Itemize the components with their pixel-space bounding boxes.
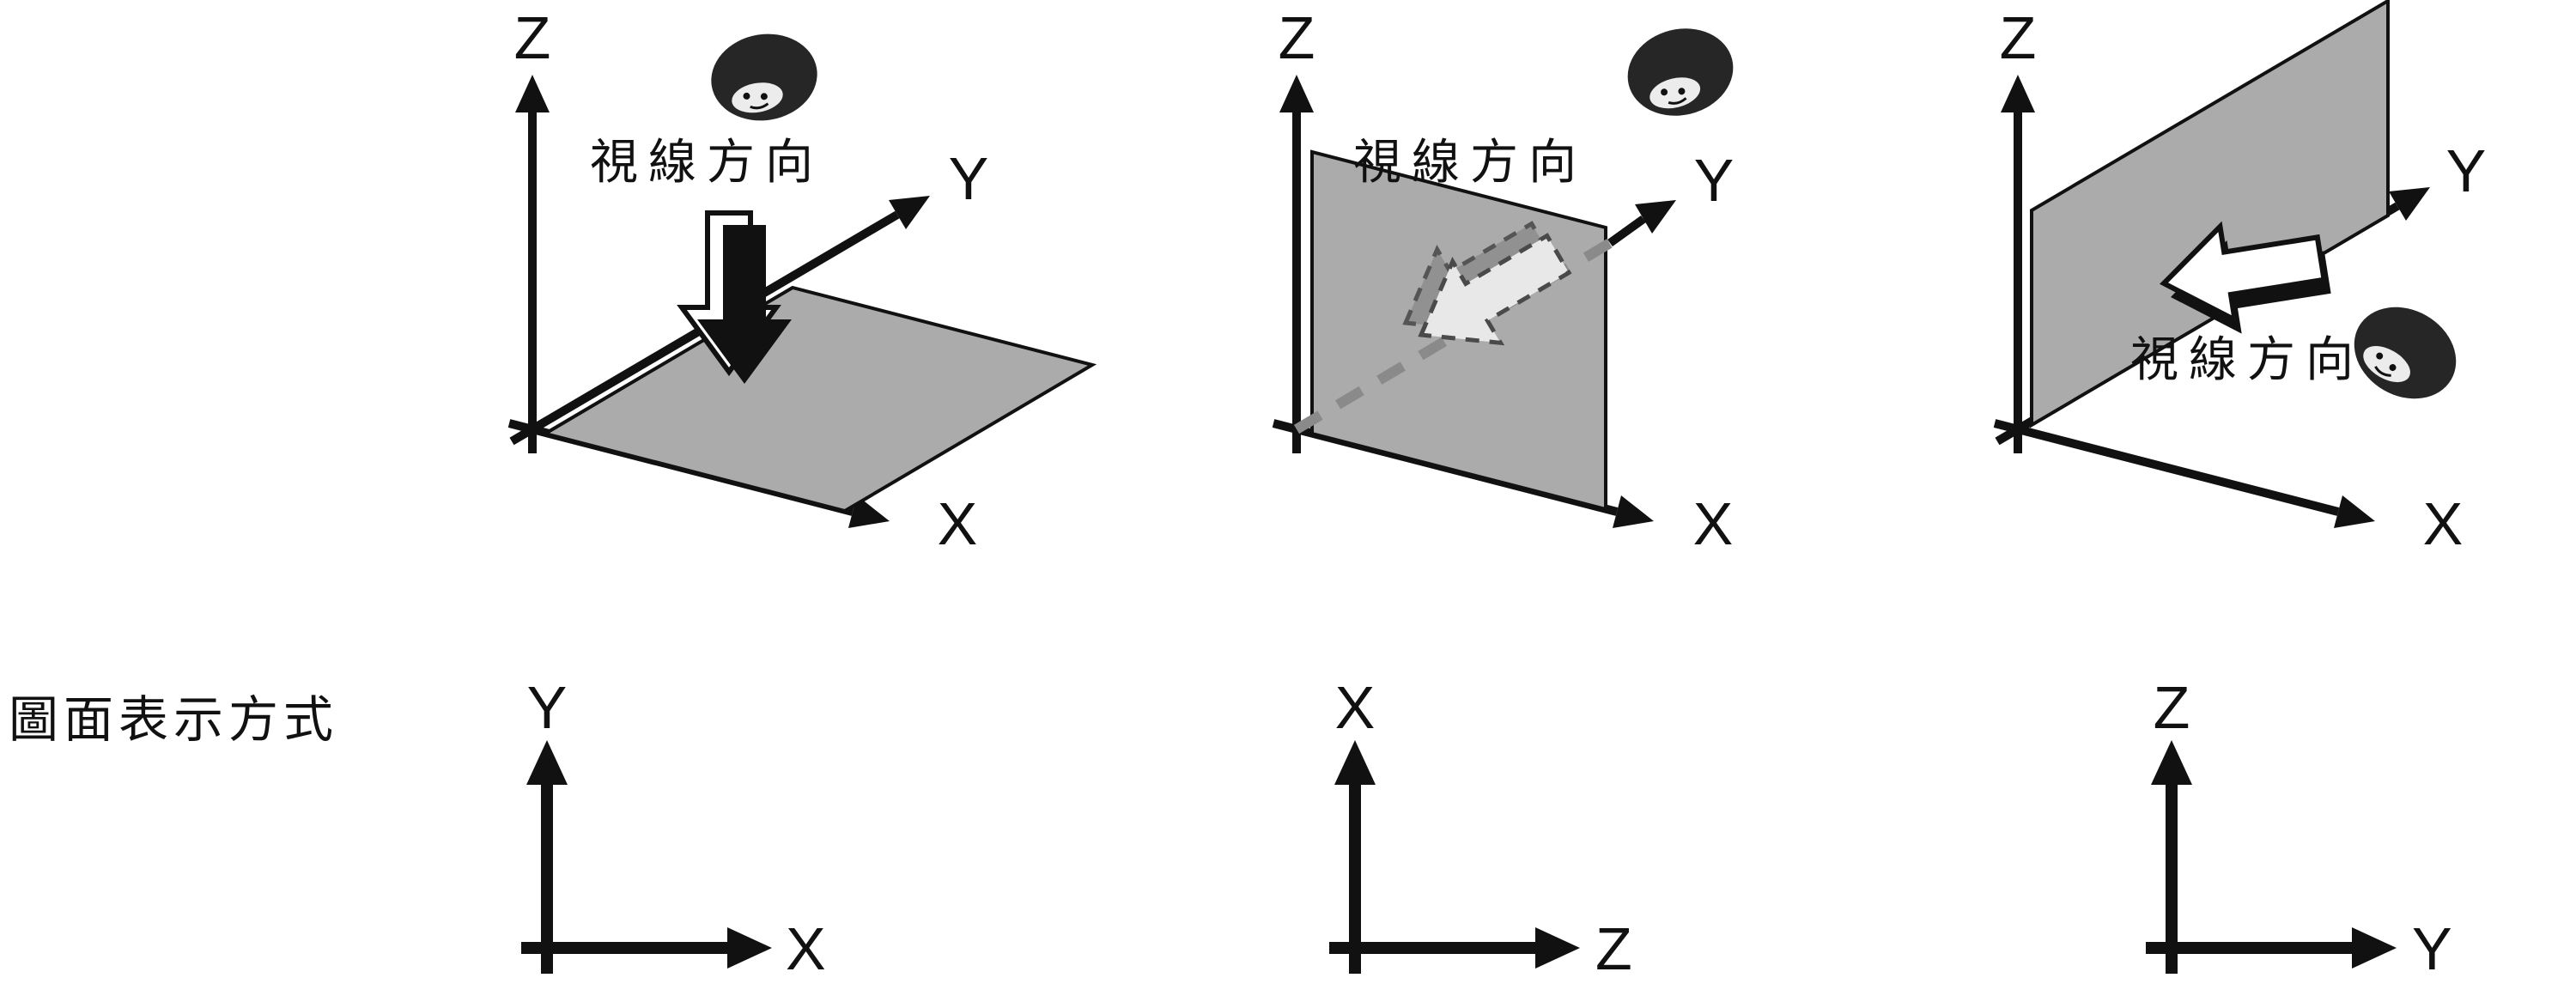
y-axis-arrowhead [2389,187,2430,221]
representation-method-label: 圖面表示方式 [9,692,338,748]
axis-label-x: X [1693,490,1734,557]
x-axis-line [1993,419,2340,516]
xy-plane-surface [540,285,1097,513]
axis-label-right: X [786,915,826,982]
axis-label-y: Y [1694,147,1735,214]
x-axis-arrowhead [1613,495,1654,528]
z-axis-arrowhead [2001,75,2035,112]
axis-label-up: X [1335,674,1376,741]
view-direction-arrow [697,225,792,384]
view-direction-arrow [1418,233,1572,346]
axis-label-y: Y [2446,137,2487,204]
view-direction-arrow [2159,221,2328,325]
observer-face-icon [2336,288,2475,418]
plan-2d-axes-xy: Y X [521,674,826,982]
z-axis-arrowhead [1279,75,1314,112]
horizontal-axis-arrowhead [727,927,772,969]
vertical-axis-arrowhead [1334,740,1376,785]
axis-label-z: Z [514,4,551,71]
top-view-diagram: Z Y X 視線方向 [507,4,1097,557]
axis-label-z: Z [1279,4,1315,71]
axis-label-z: Z [2000,4,2037,71]
front-view-diagram: Z Y X 視線方向 [1272,4,1744,557]
observer-face-icon [702,24,826,131]
axis-label-right: Z [1595,915,1632,982]
vertical-axis-arrowhead [526,740,568,785]
view-direction-label: 視線方向 [590,135,823,189]
view-direction-label: 視線方向 [1353,135,1587,189]
axis-label-right: Y [2412,915,2452,982]
x-axis-arrowhead [2334,495,2375,528]
z-axis-arrowhead [515,75,550,112]
observer-face-icon [1617,15,1744,129]
plan-2d-axes-zy: Z Y [2146,674,2452,982]
horizontal-axis-arrowhead [2352,927,2397,969]
vertical-axis-arrowhead [2151,740,2192,785]
y-axis-line [1607,215,1646,247]
axis-label-up: Y [527,674,568,741]
axis-label-up: Z [2154,674,2190,741]
axis-label-x: X [2423,490,2464,557]
plan-2d-axes-xz: X Z [1329,674,1632,982]
view-direction-label: 視線方向 [2130,332,2364,386]
y-axis-arrowhead [889,196,930,229]
side-view-diagram: Z Y X 視線方向 [1993,0,2487,557]
axis-label-x: X [938,490,978,557]
horizontal-axis-arrowhead [1535,927,1580,969]
axis-label-y: Y [949,145,989,212]
y-axis-arrowhead [1635,200,1676,234]
